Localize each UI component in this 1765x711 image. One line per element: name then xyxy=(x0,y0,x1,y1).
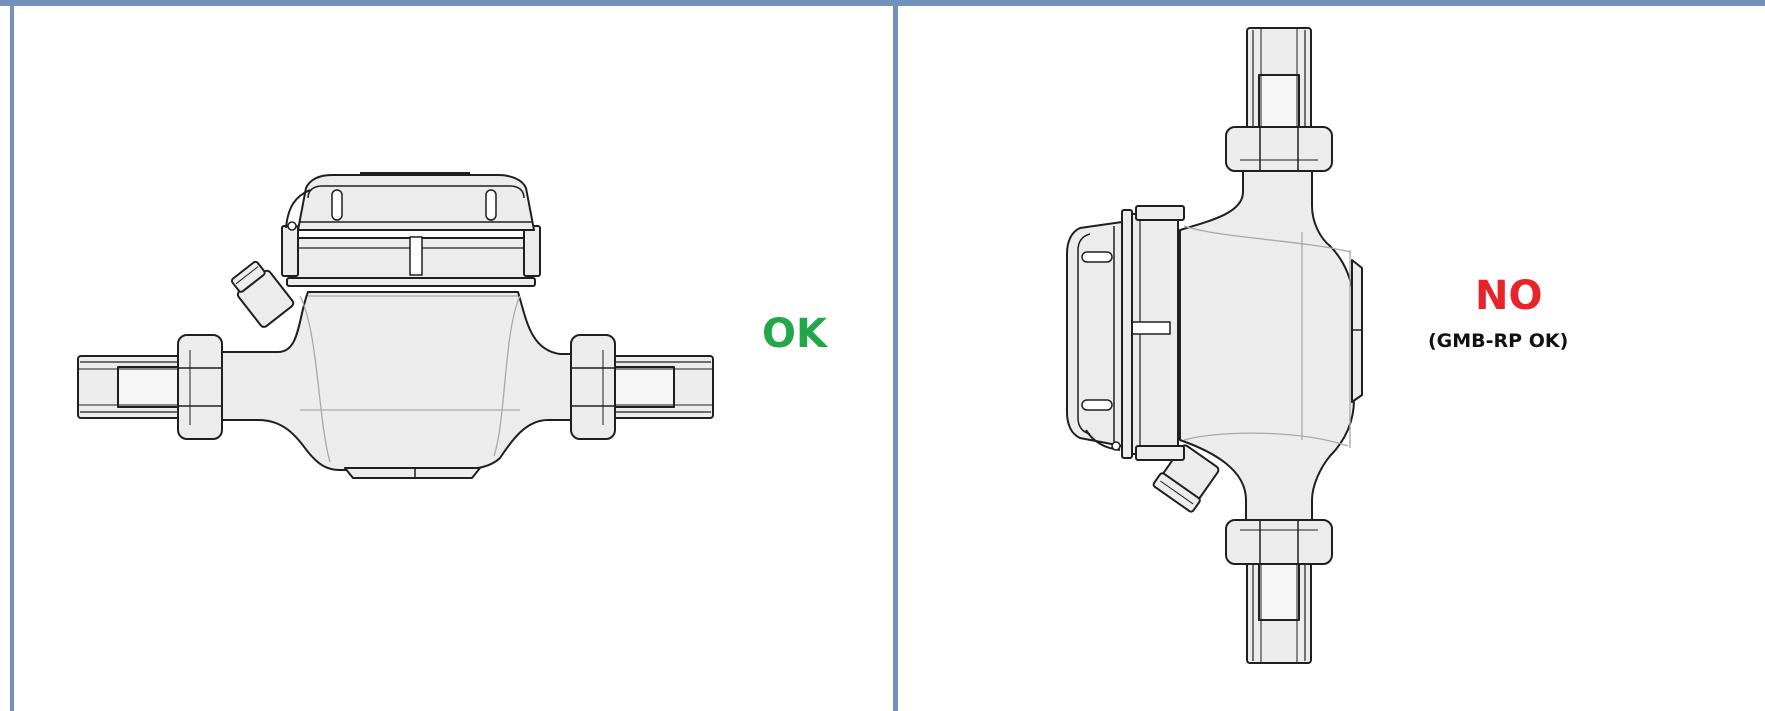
verdict-ok-label: OK xyxy=(762,311,827,357)
verdict-no-label: NO xyxy=(1475,273,1543,319)
frame-left-border xyxy=(10,0,14,711)
panel-divider xyxy=(893,0,898,711)
water-meter-horizontal-icon xyxy=(77,172,714,479)
frame-top-border xyxy=(0,0,1765,6)
left-panel: OK xyxy=(77,172,827,479)
verdict-note-label: (GMB-RP OK) xyxy=(1428,330,1569,352)
